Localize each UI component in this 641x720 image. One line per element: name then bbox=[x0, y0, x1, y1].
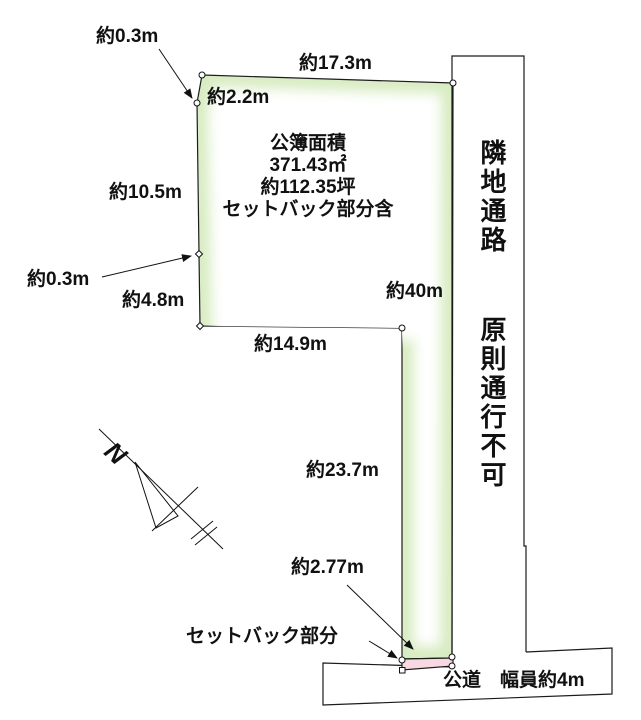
compass-tick-1 bbox=[190, 520, 214, 540]
neighbor-passage-note: 原則通行不可 bbox=[477, 316, 507, 490]
arrow-offset-top bbox=[158, 48, 193, 99]
dim-edge-2-2m: 約2.2m bbox=[207, 87, 270, 108]
road-outline bbox=[322, 647, 613, 706]
area-info-block: 公簿面積 371.43㎡ 約112.35坪 セットバック部分含 bbox=[178, 133, 438, 221]
setback-label: セットバック部分 bbox=[186, 626, 339, 647]
arrow-2-77m bbox=[346, 584, 414, 650]
compass-main-line bbox=[98, 428, 224, 550]
dim-offset-left: 約0.3m bbox=[27, 269, 90, 290]
north-compass bbox=[98, 428, 224, 550]
compass-tick-2 bbox=[194, 526, 218, 546]
vertex-markers bbox=[193, 71, 457, 674]
dim-edge-14-9m: 約14.9m bbox=[254, 334, 327, 355]
area-info-tsubo: 約112.35坪 bbox=[260, 177, 356, 198]
dim-edge-10-5m: 約10.5m bbox=[109, 182, 182, 203]
dim-edge-40m: 約40m bbox=[386, 281, 444, 302]
area-info-title: 公簿面積 bbox=[269, 133, 346, 154]
area-info-note: セットバック部分含 bbox=[222, 199, 394, 220]
dim-edge-2-77m: 約2.77m bbox=[291, 557, 364, 578]
area-info-sqm: 371.43㎡ bbox=[269, 155, 347, 176]
leader-arrows bbox=[101, 48, 414, 659]
neighbor-passage-outline bbox=[451, 55, 527, 657]
road-label: 公道 幅員約4m bbox=[443, 670, 585, 691]
setback-area-shape bbox=[401, 657, 454, 671]
arrow-setback-label bbox=[368, 640, 398, 659]
compass-triangle bbox=[134, 461, 179, 529]
arrow-offset-left bbox=[101, 254, 192, 278]
neighbor-passage-name: 隣地通路 bbox=[477, 139, 507, 255]
compass-cross-line bbox=[151, 486, 199, 532]
dim-edge-4-8m: 約4.8m bbox=[122, 290, 185, 311]
dim-edge-23-7m: 約23.7m bbox=[306, 460, 379, 481]
dim-edge-17-3m: 約17.3m bbox=[299, 53, 372, 74]
dim-offset-top: 約0.3m bbox=[96, 26, 159, 47]
land-parcel-inner-fade bbox=[208, 87, 441, 646]
